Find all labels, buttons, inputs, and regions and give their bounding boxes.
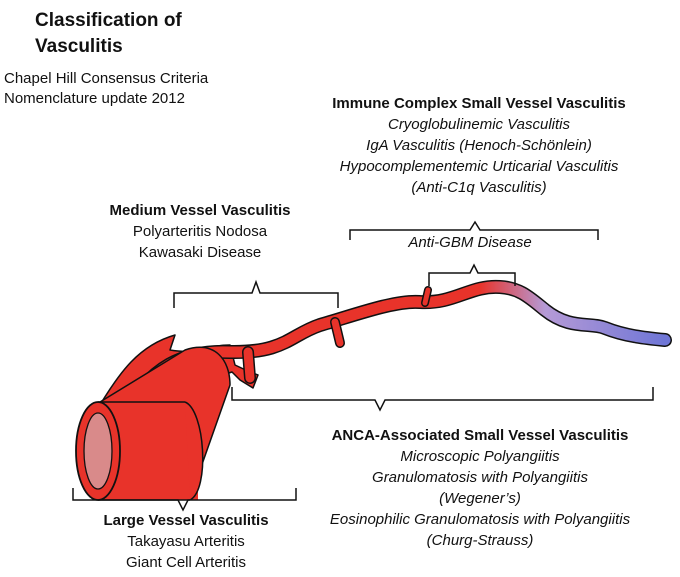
subtitle-line-2: Nomenclature update 2012 (4, 90, 185, 107)
immune-complex-group: Immune Complex Small Vessel Vasculitis C… (332, 93, 625, 198)
immune-complex-item: IgA Vasculitis (Henoch-Schönlein) (366, 137, 592, 154)
immune-complex-item: Cryoglobulinemic Vasculitis (387, 116, 570, 133)
artery-lumen (83, 412, 113, 490)
title-line-2: Vasculitis (35, 36, 123, 57)
title-line-1: Classification of (35, 10, 182, 31)
medium-vessel-item: Polyarteritis Nodosa (132, 223, 268, 240)
bracket-anca (231, 387, 654, 412)
anca-group: ANCA-Associated Small Vessel Vasculitis … (330, 425, 630, 551)
page-title: Classification of Vasculitis (35, 8, 182, 60)
medium-vessel-group: Medium Vessel Vasculitis Polyarteritis N… (110, 200, 291, 263)
immune-complex-heading: Immune Complex Small Vessel Vasculitis (332, 95, 626, 112)
anca-heading: ANCA-Associated Small Vessel Vasculitis (331, 427, 629, 444)
branch-stub-2-fill (331, 318, 344, 347)
medium-vessel-item: Kawasaki Disease (138, 244, 262, 261)
bracket-immune-complex (349, 220, 599, 240)
bracket-anti-gbm (428, 263, 516, 286)
immune-complex-item: (Anti-C1q Vasculitis) (411, 179, 547, 196)
cylinder-right-end (184, 401, 204, 501)
anca-item: Microscopic Polyangiitis (400, 448, 560, 465)
large-vessel-item: Giant Cell Arteritis (125, 554, 247, 571)
branch-stub-3-fill (422, 287, 431, 306)
medium-vessel-heading: Medium Vessel Vasculitis (109, 202, 291, 219)
anca-item: Granulomatosis with Polyangiitis (372, 469, 588, 486)
anca-item: (Churg-Strauss) (426, 532, 534, 549)
bracket-large-vessel (72, 488, 297, 512)
immune-complex-item: Hypocomplementemic Urticarial Vasculitis (339, 158, 619, 175)
anti-gbm-label: Anti-GBM Disease (408, 234, 532, 251)
anca-item: Eosinophilic Granulomatosis with Polyang… (329, 511, 631, 528)
subtitle-line-1: Chapel Hill Consensus Criteria (4, 70, 209, 87)
large-vessel-group: Large Vessel Vasculitis Takayasu Arterit… (103, 510, 268, 573)
anca-item: (Wegener’s) (439, 490, 521, 507)
vessel-fill (114, 281, 671, 426)
branch-stub-1-fill (243, 347, 255, 383)
subtitle: Chapel Hill Consensus Criteria Nomenclat… (4, 69, 208, 109)
large-vessel-heading: Large Vessel Vasculitis (103, 512, 269, 529)
bracket-medium-vessel (173, 279, 339, 308)
large-vessel-item: Takayasu Arteritis (127, 533, 245, 550)
